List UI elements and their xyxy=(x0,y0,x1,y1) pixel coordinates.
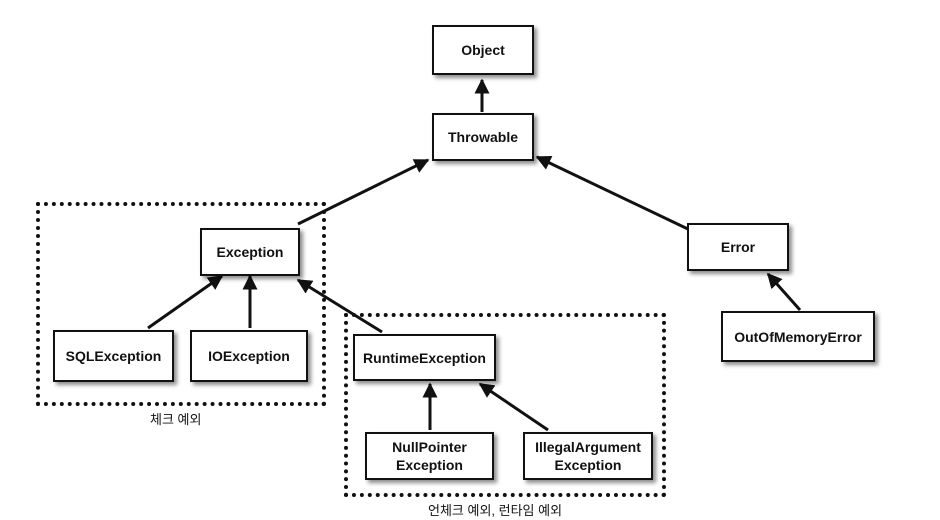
arrow-exception-to-throwable xyxy=(297,158,430,226)
arrow-runtimeexception-to-exception xyxy=(296,278,383,334)
arrow-sqlexception-to-exception xyxy=(147,274,224,330)
node-object: Object xyxy=(432,25,534,75)
node-sqlexception: SQLException xyxy=(53,330,174,382)
node-nullpointer-exception: NullPointer Exception xyxy=(365,432,494,480)
checked-exception-label: 체크 예외 xyxy=(150,412,202,427)
node-exception: Exception xyxy=(200,228,300,276)
checked-exception-group xyxy=(36,202,326,406)
arrow-outofmemoryerror-to-error xyxy=(766,272,802,311)
node-ioexception: IOException xyxy=(190,330,308,382)
arrow-error-to-throwable xyxy=(535,155,691,232)
node-runtimeexception: RuntimeException xyxy=(353,334,496,381)
node-illegalargument-exception: IllegalArgument Exception xyxy=(523,432,653,480)
node-outofmemoryerror: OutOfMemoryError xyxy=(721,311,875,362)
node-error: Error xyxy=(687,223,789,271)
arrow-illegalargument-to-runtimeexception xyxy=(478,382,549,432)
unchecked-exception-label: 언체크 예외, 런타임 예외 xyxy=(428,503,563,518)
unchecked-exception-group xyxy=(344,313,666,497)
node-throwable: Throwable xyxy=(432,113,534,161)
